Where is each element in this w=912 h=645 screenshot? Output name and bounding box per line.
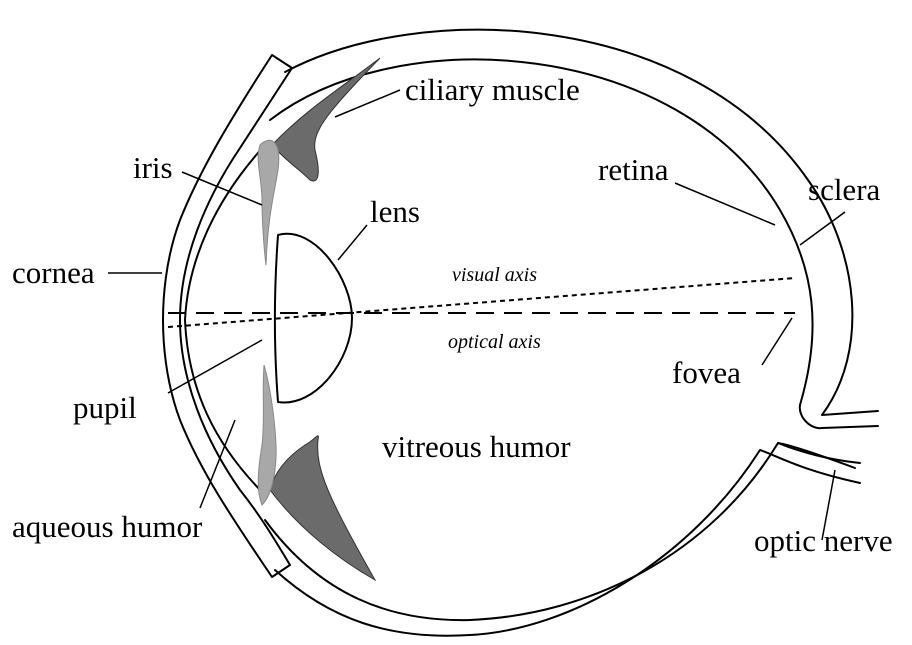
ciliary-muscle-upper: [272, 58, 380, 181]
leader-fovea: [762, 318, 792, 365]
cornea-outer: [163, 55, 292, 577]
leader-lens: [338, 225, 367, 260]
label-ciliary-muscle: ciliary muscle: [405, 72, 580, 107]
label-iris: iris: [133, 150, 173, 185]
label-vitreous-humor: vitreous humor: [382, 429, 571, 464]
iris-upper: [258, 140, 279, 265]
leader-retina: [675, 183, 775, 225]
label-visual-axis: visual axis: [452, 264, 537, 286]
label-fovea: fovea: [672, 355, 741, 390]
label-retina: retina: [598, 152, 669, 187]
label-cornea: cornea: [12, 255, 95, 290]
retina-inner-lower: [800, 405, 878, 428]
label-optical-axis: optical axis: [448, 331, 541, 353]
label-sclera: sclera: [808, 172, 881, 207]
label-lens: lens: [370, 194, 420, 229]
label-pupil: pupil: [73, 390, 137, 425]
retina-inner-outline: [270, 60, 813, 405]
label-optic-nerve: optic nerve: [754, 523, 893, 558]
label-aqueous-humor: aqueous humor: [12, 509, 203, 544]
